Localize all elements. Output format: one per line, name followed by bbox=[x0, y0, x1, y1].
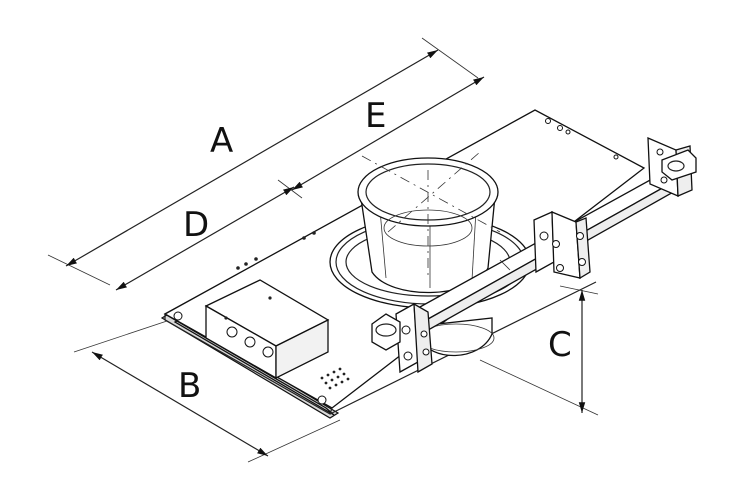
dimension-d: D bbox=[115, 186, 295, 291]
cylinder-can bbox=[357, 151, 501, 294]
end-tab bbox=[647, 136, 697, 198]
rear-bracket bbox=[533, 211, 591, 280]
front-bracket bbox=[395, 302, 433, 374]
thumb-screw bbox=[371, 313, 401, 351]
dimension-c-label: C bbox=[548, 325, 572, 365]
junction-box bbox=[204, 279, 330, 380]
dimension-d-label: D bbox=[183, 205, 209, 245]
vent-grid bbox=[320, 367, 350, 390]
dimension-e-label: E bbox=[365, 96, 386, 136]
dimension-b: B bbox=[73, 319, 341, 463]
dimension-a-label: A bbox=[210, 121, 233, 161]
dimension-b-label: B bbox=[178, 366, 201, 406]
dimension-c: C bbox=[479, 285, 599, 416]
